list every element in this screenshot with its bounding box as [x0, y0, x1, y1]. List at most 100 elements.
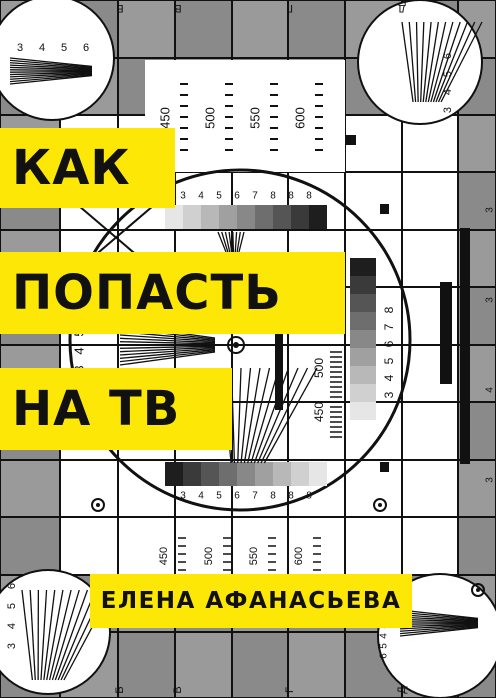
- grey-step-digit: 6: [234, 191, 240, 202]
- wedge-line: [9, 70, 93, 73]
- small-target-dot: [378, 503, 382, 507]
- small-target-ring: [373, 498, 387, 512]
- grey-column-step: [350, 384, 376, 402]
- black-square: [346, 135, 356, 145]
- grey-step: [255, 205, 273, 229]
- wedge-line: [435, 21, 469, 103]
- resolution-label: 550: [248, 547, 260, 565]
- grey-column-step: [350, 348, 376, 366]
- grey-step: [183, 462, 201, 486]
- wedge-line: [237, 367, 242, 464]
- wedge-line: [247, 367, 271, 464]
- wedge-line: [119, 345, 216, 349]
- grey-step: [309, 205, 327, 229]
- grey-column-digit: 3: [382, 391, 396, 398]
- wedge-line: [399, 609, 479, 620]
- grid-cell: [345, 460, 402, 517]
- grey-column-step: [350, 258, 376, 276]
- title-line-2: ПОПАСТЬ: [0, 252, 345, 334]
- grid-cell: [232, 0, 288, 58]
- grey-step-digit: 8: [288, 191, 294, 202]
- wedge-line: [399, 618, 479, 623]
- wedge-line: [9, 74, 93, 85]
- corner-digit: 4: [6, 623, 18, 629]
- grid-cell: [175, 632, 232, 698]
- wedge-line: [415, 21, 419, 103]
- corner-digit: 5: [379, 643, 390, 649]
- black-square: [380, 462, 389, 472]
- grey-step: [219, 462, 237, 486]
- grey-step-digit: 5: [216, 191, 222, 202]
- grey-column-digit: 5: [382, 357, 396, 364]
- corner-digit: 6: [6, 583, 18, 589]
- grey-step-digit: 8: [306, 191, 312, 202]
- grey-column-step: [350, 402, 376, 420]
- wedge-line: [119, 347, 216, 356]
- wedge-line: [399, 616, 479, 622]
- grid-cell: [402, 172, 458, 230]
- wedge-line: [420, 21, 425, 103]
- wedge-line: [260, 367, 309, 464]
- wedge-line: [427, 21, 447, 103]
- corner-circle-top-right: [357, 0, 483, 125]
- grid-cell: [345, 517, 402, 575]
- grid-cell: [0, 460, 60, 517]
- edge-digit: 3: [485, 477, 496, 483]
- grey-step: [255, 462, 273, 486]
- grid-cell: [458, 115, 496, 172]
- wedge-line: [243, 367, 261, 464]
- corner-digit: 5: [6, 603, 18, 609]
- edge-letter: Д: [398, 2, 406, 14]
- wedge-line: [51, 589, 80, 681]
- grid-cell: [458, 460, 496, 517]
- wedge-line: [399, 626, 479, 635]
- grid-cell: [402, 402, 458, 460]
- edge-digit: 3: [485, 297, 496, 303]
- grey-step-digit: 7: [252, 491, 258, 502]
- black-square: [380, 204, 389, 214]
- resolution-label: 600: [292, 107, 307, 129]
- grey-step-digit: 5: [216, 491, 222, 502]
- left-circle-digit: 4: [71, 347, 86, 354]
- wedge-line: [432, 21, 461, 103]
- corner-digit: 6: [379, 653, 390, 659]
- black-bar: [460, 228, 470, 464]
- grey-step: [237, 205, 255, 229]
- grey-column-digit: 6: [382, 340, 396, 347]
- grid-cell: [0, 517, 60, 575]
- grey-step-digit: 4: [198, 491, 204, 502]
- grey-step-digit: 8: [288, 491, 294, 502]
- edge-letter: Д: [396, 686, 408, 694]
- corner-digit: 6: [442, 53, 454, 59]
- grey-step-digit: 8: [270, 191, 276, 202]
- wedge-line: [9, 59, 93, 68]
- wedge-line: [399, 624, 479, 630]
- grey-column-digit: 8: [382, 306, 396, 313]
- wedge-line: [399, 621, 479, 624]
- grey-column-step: [350, 330, 376, 348]
- edge-digit: 3: [485, 207, 496, 213]
- grey-step-digit: 8: [270, 491, 276, 502]
- wedge-line: [54, 589, 89, 681]
- grey-column-digit: 7: [382, 323, 396, 330]
- grid-cell: [458, 517, 496, 575]
- grey-step: [165, 462, 183, 486]
- wedge-line: [43, 589, 56, 681]
- grey-step: [219, 205, 237, 229]
- grid-cell: [458, 172, 496, 230]
- black-bar: [440, 282, 452, 384]
- wedge-line: [48, 589, 72, 681]
- grey-step: [201, 462, 219, 486]
- grey-column-step: [350, 276, 376, 294]
- grey-column-digit: 4: [382, 374, 396, 381]
- wedge-line: [401, 21, 414, 103]
- grey-step: [273, 462, 291, 486]
- center-resolution-label: 450: [312, 402, 326, 422]
- grid-cell: [345, 172, 402, 230]
- target-ring: [227, 336, 245, 354]
- grid-cell: [288, 0, 345, 58]
- wedge-line: [29, 589, 36, 681]
- wedge-line: [119, 346, 216, 353]
- top-resolution-panel: [145, 60, 345, 172]
